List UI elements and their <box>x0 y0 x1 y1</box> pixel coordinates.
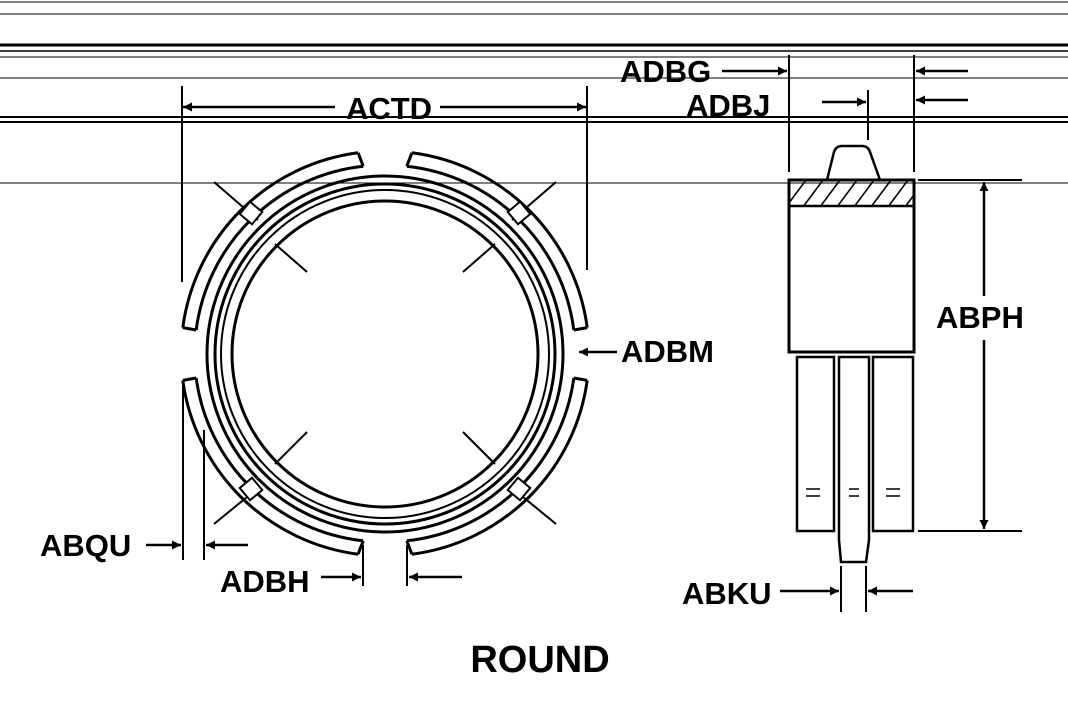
clamp-side-view <box>787 144 916 564</box>
label-adbg: ADBG <box>620 54 711 89</box>
leg-slot-marks <box>806 488 900 497</box>
label-abph: ABPH <box>936 300 1024 335</box>
dimension-adbh: ADBH <box>220 545 462 599</box>
label-adbh: ADBH <box>220 564 310 599</box>
ring-front-view <box>181 151 589 556</box>
dimension-adbm: ADBM <box>579 334 714 369</box>
label-abku: ABKU <box>682 576 772 611</box>
dimension-abqu: ABQU <box>40 386 248 563</box>
dimension-adbj: ADBJ <box>686 88 968 140</box>
dimension-abku: ABKU <box>682 566 913 612</box>
side-view-hatching <box>790 180 914 206</box>
label-adbj: ADBJ <box>686 88 770 123</box>
dimension-actd: ACTD <box>181 86 588 282</box>
label-actd: ACTD <box>346 91 432 126</box>
label-adbm: ADBM <box>621 334 714 369</box>
background-rule-lines <box>0 1 1068 184</box>
label-abqu: ABQU <box>40 528 131 563</box>
ring-inner-bands <box>205 174 565 534</box>
dimension-abph: ABPH <box>918 179 1024 532</box>
dimension-adbg: ADBG <box>620 54 968 172</box>
ring-clamp-bars <box>213 181 557 525</box>
drawing-title: ROUND <box>470 639 609 681</box>
